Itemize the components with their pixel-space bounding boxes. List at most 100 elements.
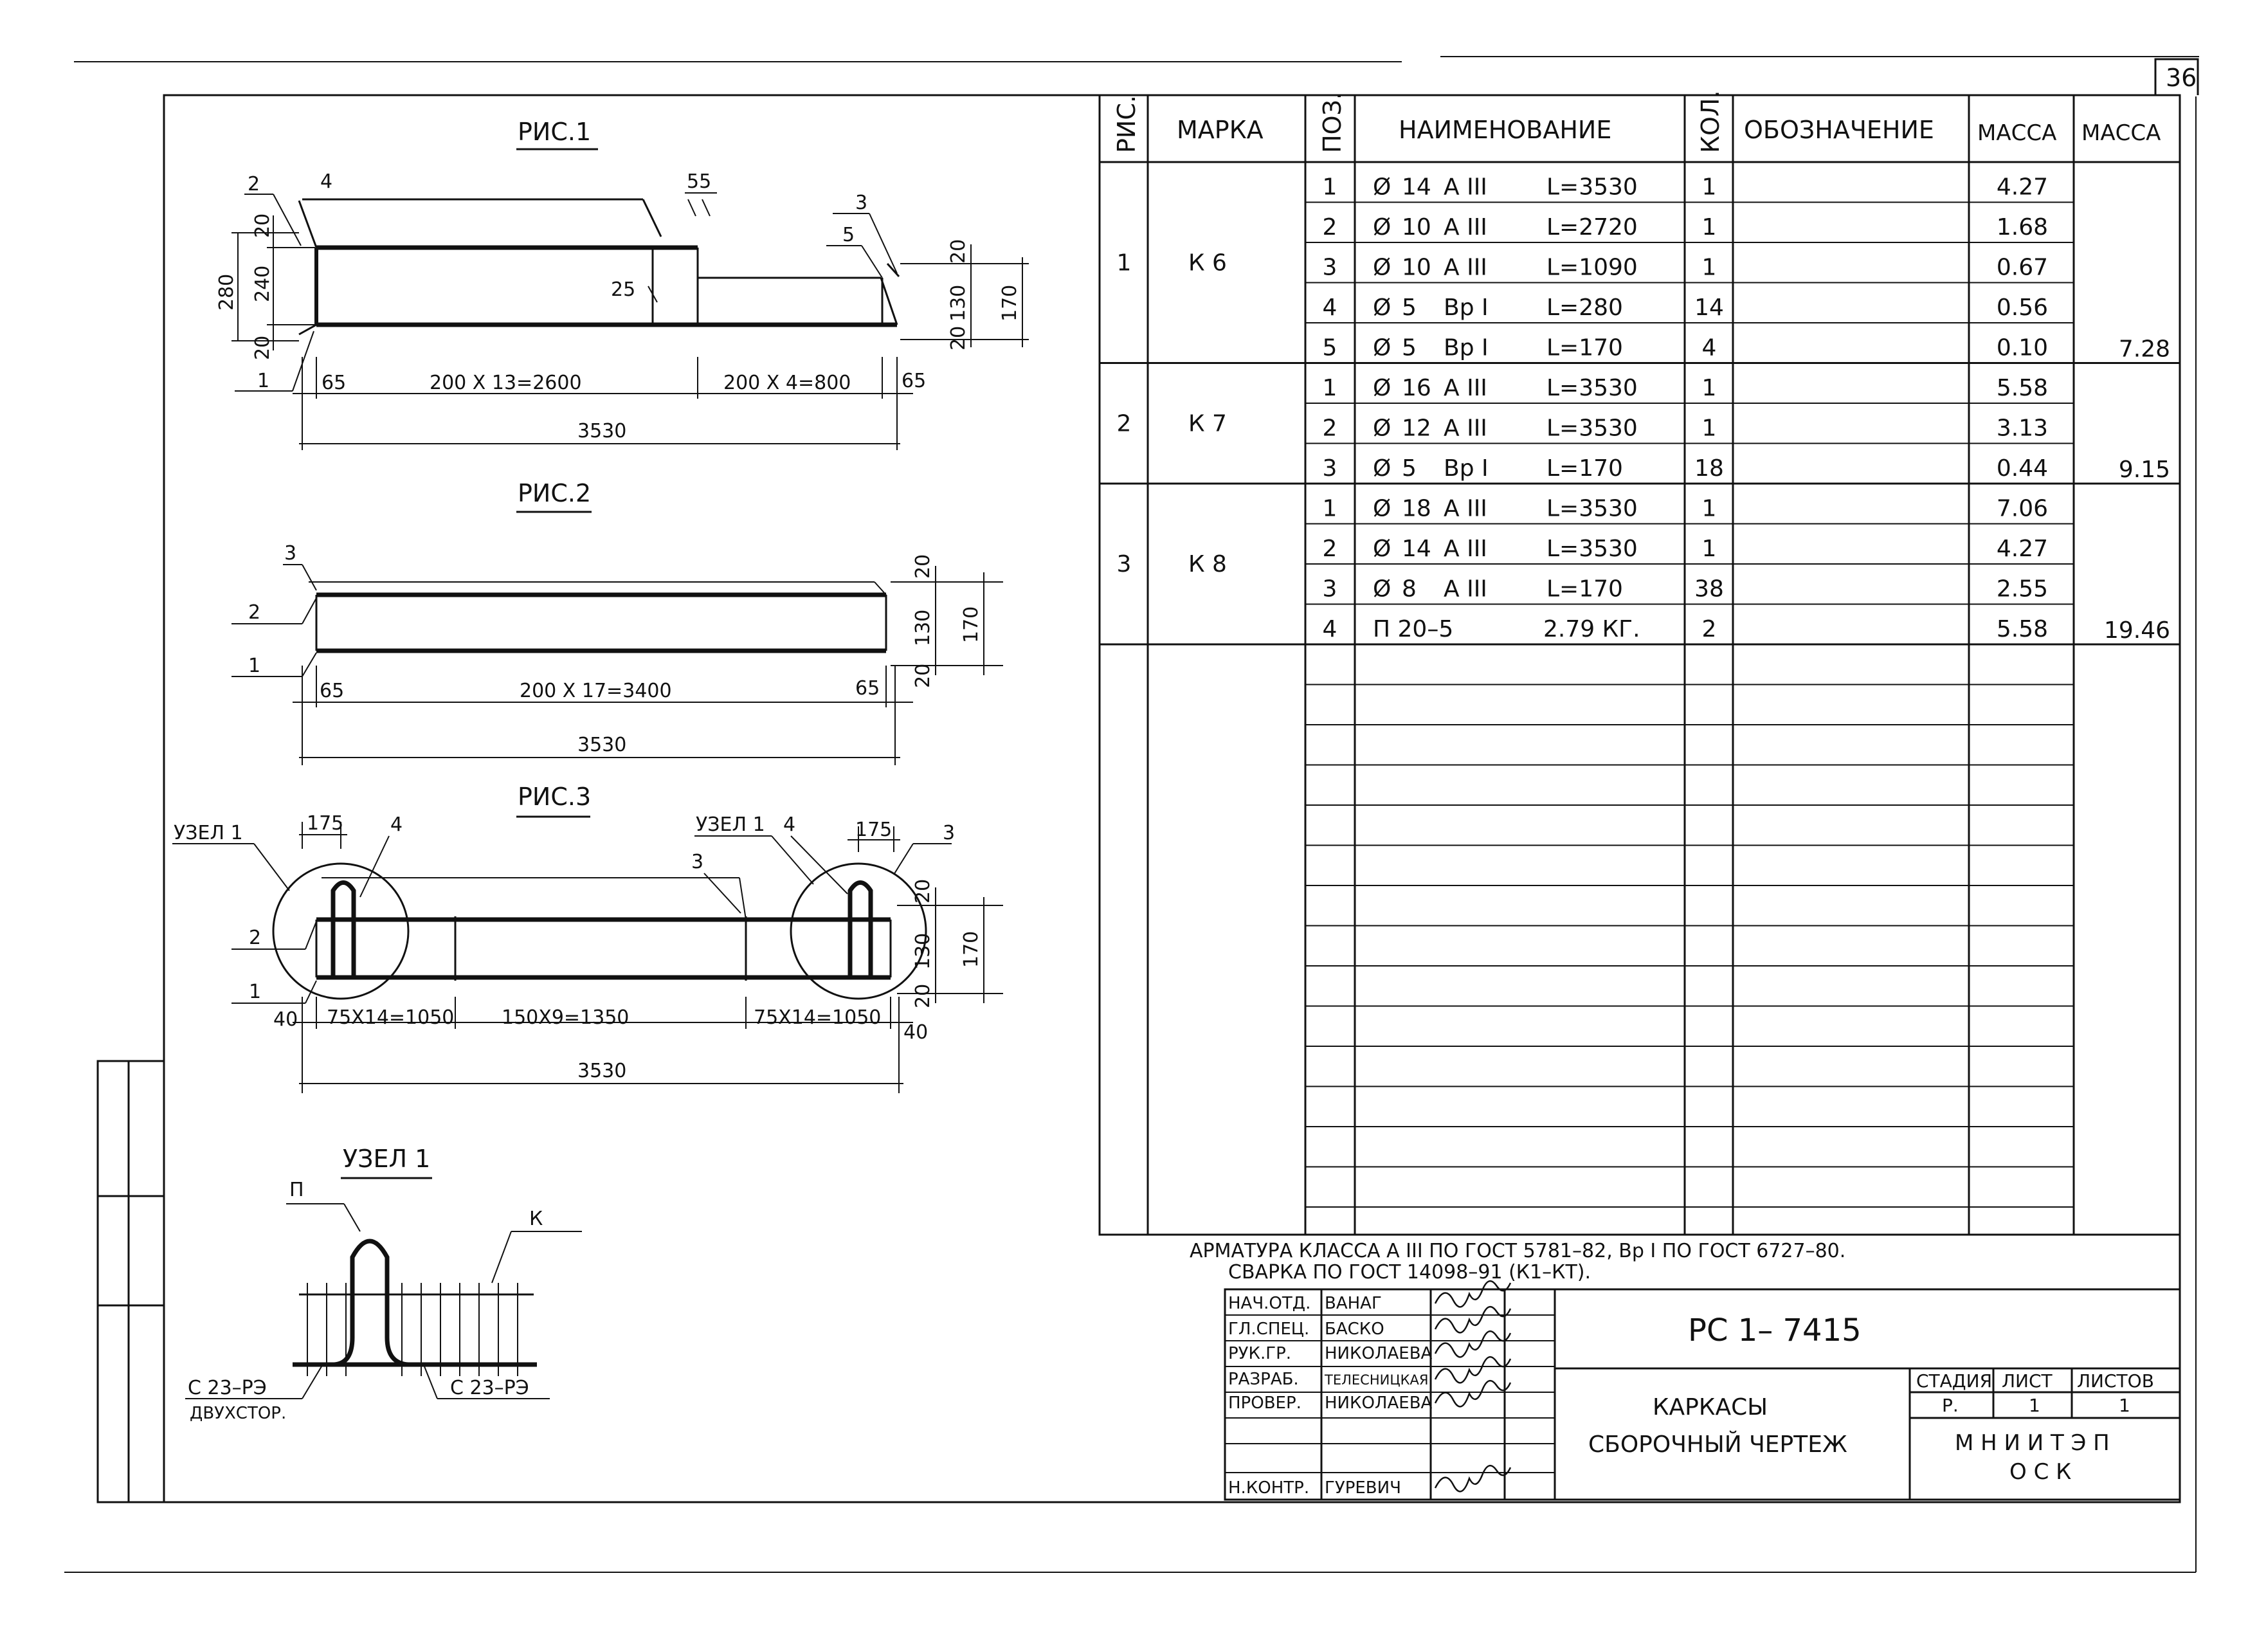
signer-name: ТЕЛЕСНИЦКАЯ: [1324, 1372, 1429, 1388]
signer-role: ПРОВЕР.: [1228, 1393, 1301, 1413]
col-header-mass-total: МАССА: [2081, 120, 2161, 146]
cell-pos: 3: [1323, 255, 1337, 281]
dim-240: 240: [251, 266, 274, 302]
dim-130: 130: [912, 610, 934, 646]
cell-pos: 3: [1323, 455, 1337, 482]
dim-130: 130: [947, 285, 970, 322]
cell-length: L=3530: [1546, 496, 1638, 522]
col-header-mass: МАССА: [1977, 120, 2056, 146]
cell-diameter: 5: [1402, 455, 1417, 482]
cell-diameter: 8: [1402, 576, 1417, 603]
note-welding: СВАРКА ПО ГОСТ 14098–91 (К1–КТ).: [1228, 1261, 1591, 1284]
col-header-fig: РИС.: [1112, 95, 1141, 153]
cell-mass: 0.44: [1997, 455, 2048, 482]
organization-line-2: О С К: [2009, 1459, 2071, 1485]
label-k: К: [529, 1208, 543, 1230]
figure-2: РИС.2 3 2 1 20 130 20 170 65 200 X 17=3: [231, 479, 1003, 765]
dim-170: 170: [960, 931, 983, 968]
sheet-title-line-2: СБОРОЧНЫЙ ЧЕРТЕЖ: [1588, 1431, 1847, 1458]
dim-130: 130: [912, 933, 934, 970]
cell-mass: 3.13: [1997, 415, 2048, 442]
cell-mass: 2.55: [1997, 576, 2048, 603]
cell-mass: 1.68: [1997, 214, 2048, 241]
cell-pos: 2: [1323, 214, 1337, 241]
node-circle-left: [272, 862, 410, 1000]
signer-role: Н.КОНТР.: [1228, 1478, 1309, 1498]
cell-pos: 4: [1323, 616, 1337, 642]
cell-fig: 2: [1117, 410, 1132, 437]
dim-seg-1050: 75X14=1050: [327, 1006, 454, 1029]
col-header-mark: МАРКА: [1177, 116, 1264, 144]
loop-p-right: [848, 880, 873, 977]
signer-name: НИКОЛАЕВА: [1325, 1393, 1433, 1413]
signer-role: НАЧ.ОТД.: [1228, 1294, 1310, 1313]
dim-25: 25: [611, 278, 635, 301]
diameter-symbol: Ø: [1373, 415, 1391, 442]
node-detail-title: УЗЕЛ 1: [343, 1145, 430, 1173]
figure-3: РИС.3 УЗЕЛ 1 УЗЕЛ 1 175 175 4 4: [172, 783, 1003, 1093]
dim-20: 20: [912, 879, 934, 903]
title-block: НАЧ.ОТД.ВАНАГГЛ.СПЕЦ.БАСКОРУК.ГР.НИКОЛАЕ…: [1224, 1280, 2181, 1501]
node-circle-right: [790, 862, 927, 1000]
node-label-right: УЗЕЛ 1: [696, 813, 765, 836]
signer-name: НИКОЛАЕВА: [1325, 1344, 1433, 1363]
cell-mass: 4.27: [1997, 174, 2048, 201]
stage-label: СТАДИЯ: [1916, 1370, 1992, 1392]
cell-diameter: 5: [1402, 295, 1417, 321]
cell-diameter: 10: [1402, 214, 1431, 241]
cell-mass: 4.27: [1997, 536, 2048, 562]
cell-class: А III: [1444, 496, 1487, 522]
diameter-symbol: Ø: [1373, 455, 1391, 482]
cell-length: L=170: [1546, 335, 1623, 361]
cell-pos: 2: [1323, 415, 1337, 442]
sheets-label: ЛИСТОВ: [2077, 1370, 2154, 1392]
diameter-symbol: Ø: [1373, 295, 1391, 321]
cell-diameter: 14: [1402, 536, 1431, 562]
cell-length: L=3530: [1546, 536, 1638, 562]
cell-pos: 3: [1323, 576, 1337, 603]
cell-class: Вр I: [1444, 455, 1489, 482]
col-header-name: НАИМЕНОВАНИЕ: [1399, 116, 1611, 144]
cell-mark: К 6: [1188, 250, 1227, 276]
dim-seg-1350: 150X9=1350: [502, 1006, 629, 1029]
signature: [1434, 1464, 1512, 1493]
callout-4: 4: [320, 170, 332, 193]
signature: [1434, 1330, 1512, 1358]
cell-diameter: 16: [1402, 375, 1431, 401]
node-label-left: УЗЕЛ 1: [174, 822, 243, 844]
callout-3: 3: [943, 822, 955, 844]
diameter-symbol: Ø: [1373, 576, 1391, 603]
sheet-label: ЛИСТ: [2002, 1370, 2053, 1392]
cell-length: L=280: [1546, 295, 1623, 321]
callout-4: 4: [783, 813, 795, 836]
weld-left-label: С 23–РЭ: [188, 1377, 267, 1399]
callout-1: 1: [257, 370, 269, 392]
cell-diameter: 14: [1402, 174, 1431, 201]
cell-qty: 1: [1702, 255, 1717, 281]
dim-20: 20: [912, 664, 934, 688]
diameter-symbol: Ø: [1373, 255, 1391, 281]
cell-mass-total: 7.28: [2119, 336, 2170, 363]
drawing-frame: [163, 94, 2181, 1503]
cell-length: L=3530: [1546, 415, 1638, 442]
signer-role: РУК.ГР.: [1228, 1344, 1291, 1363]
signer-name: ВАНАГ: [1325, 1294, 1382, 1313]
node-detail: УЗЕЛ 1 П К С 23–РЭ ДВУХСТОР. С 23–РЭ: [185, 1145, 582, 1423]
dim-20: 20: [251, 213, 274, 238]
cell-pos: 2: [1323, 536, 1337, 562]
dim-170: 170: [960, 606, 983, 643]
dim-65: 65: [902, 370, 926, 392]
dim-175: 175: [855, 819, 892, 841]
callout-3: 3: [284, 542, 296, 565]
callout-2: 2: [249, 927, 261, 949]
specification-table: РИС. МАРКА ПОЗ. НАИМЕНОВАНИЕ КОЛ. ОБОЗНА…: [1098, 90, 2181, 1236]
callout-5: 5: [842, 224, 855, 246]
dim-20: 20: [947, 326, 970, 350]
cell-length: L=3530: [1546, 174, 1638, 201]
cell-qty: 1: [1702, 174, 1717, 201]
cell-pos: 1: [1323, 375, 1337, 401]
dim-170: 170: [999, 285, 1021, 322]
cell-mass-total: 19.46: [2104, 617, 2170, 644]
callout-4: 4: [390, 813, 403, 836]
